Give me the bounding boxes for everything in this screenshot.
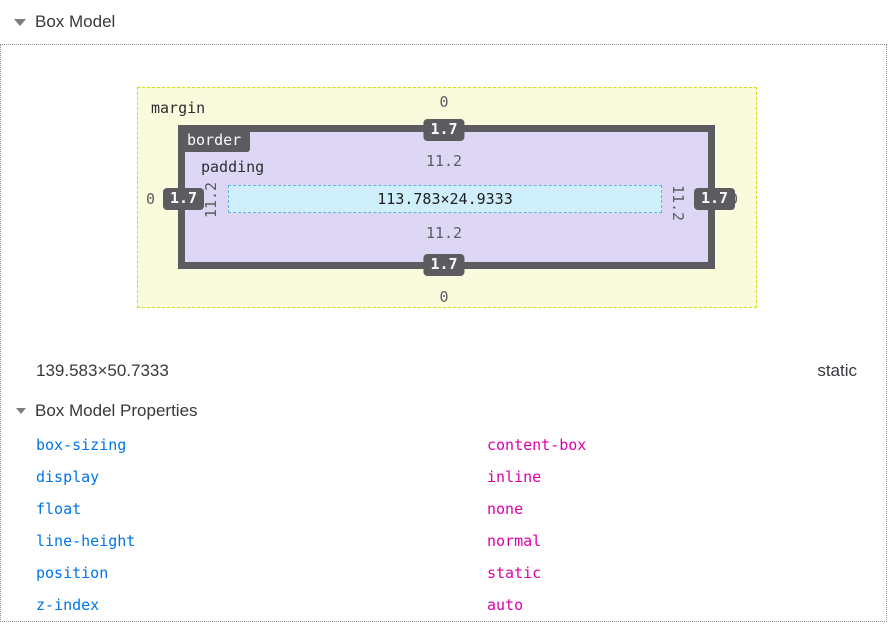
padding-left-value[interactable]: 11.2 [202, 181, 220, 219]
padding-top-value[interactable]: 11.2 [425, 152, 463, 170]
border-right-value[interactable]: 1.7 [694, 188, 736, 210]
property-name: float [36, 500, 82, 518]
box-model-properties-header[interactable]: Box Model Properties [16, 401, 198, 421]
box-model-title: Box Model [35, 12, 116, 31]
padding-bottom-value[interactable]: 11.2 [425, 224, 463, 242]
box-model-content-panel [0, 44, 887, 622]
property-row[interactable]: z-index auto [0, 590, 888, 622]
content-region[interactable]: 113.783×24.9333 [228, 185, 662, 213]
border-left-value[interactable]: 1.7 [163, 188, 205, 210]
margin-top-value[interactable]: 0 [439, 93, 449, 111]
property-value: inline [487, 468, 542, 486]
property-row[interactable]: position static [0, 558, 888, 590]
property-name: position [36, 564, 109, 582]
chevron-down-icon[interactable] [14, 18, 26, 26]
padding-right-value[interactable]: 11.2 [669, 184, 687, 222]
property-value: auto [487, 596, 524, 614]
margin-bottom-value[interactable]: 0 [439, 288, 449, 306]
property-value: static [487, 564, 542, 582]
chevron-down-icon[interactable] [16, 408, 26, 414]
property-name: display [36, 468, 100, 486]
property-row[interactable]: box-sizing content-box [0, 430, 888, 462]
property-row[interactable]: display inline [0, 462, 888, 494]
property-name: line-height [36, 532, 136, 550]
border-label: border [178, 130, 251, 152]
padding-label: padding [201, 158, 265, 176]
property-value: normal [487, 532, 542, 550]
content-size-value: 113.783×24.9333 [377, 190, 513, 208]
element-dimensions: 139.583×50.7333 [36, 361, 169, 380]
property-row[interactable]: line-height normal [0, 526, 888, 558]
property-value: content-box [487, 436, 587, 454]
property-row[interactable]: float none [0, 494, 888, 526]
box-model-properties-title: Box Model Properties [35, 401, 198, 420]
border-top-value[interactable]: 1.7 [423, 119, 465, 141]
box-model-properties-list: box-sizing content-box display inline float n… [0, 430, 888, 622]
margin-label: margin [151, 99, 206, 117]
property-name: z-index [36, 596, 100, 614]
border-bottom-value[interactable]: 1.7 [423, 254, 465, 276]
box-model-header[interactable]: Box Model [14, 12, 115, 32]
property-name: box-sizing [36, 436, 127, 454]
property-value: none [487, 500, 524, 518]
margin-left-value[interactable]: 0 [146, 190, 156, 208]
element-position: static [817, 361, 857, 380]
